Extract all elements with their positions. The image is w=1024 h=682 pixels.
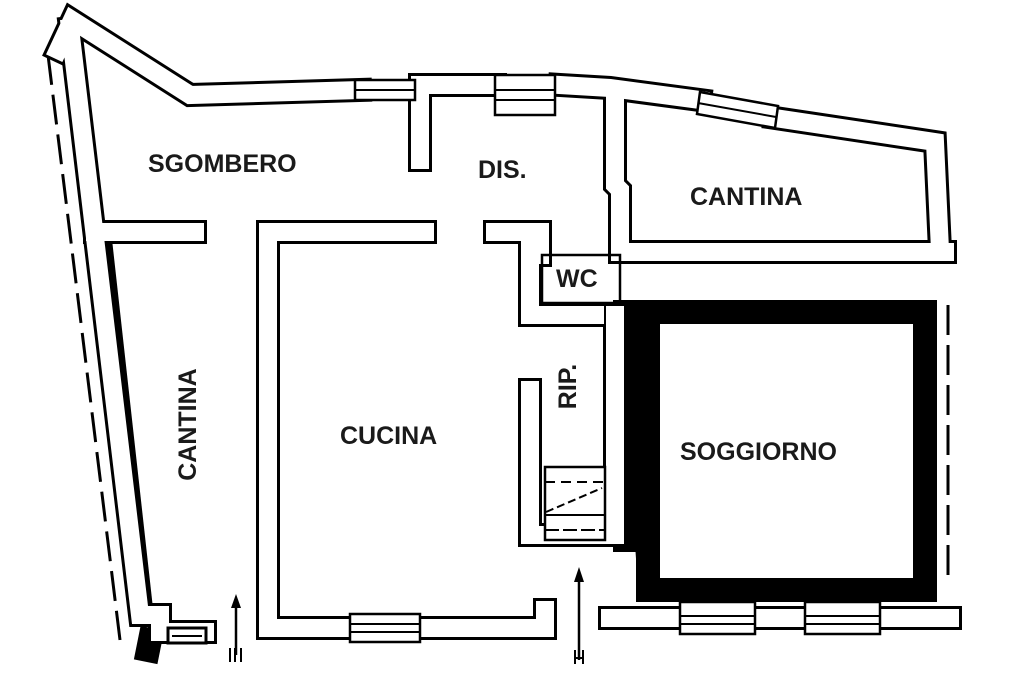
room-label-wc: WC [556,265,598,293]
room-label-rip: RIP. [554,363,583,410]
room-label-soggiorno: SOGGIORNO [680,438,837,466]
room-label-dis: DIS. [478,156,527,184]
room-label-cantina-top: CANTINA [690,183,803,211]
walls [42,2,962,665]
room-label-cantina-left: CANTINA [173,368,202,481]
window-icon [166,73,882,645]
room-label-sgombero: SGOMBERO [148,150,297,178]
windows [166,73,882,645]
entrance-arrow-icon [574,567,584,664]
entrance-arrow-icon [229,594,242,662]
room-label-cucina: CUCINA [340,422,438,450]
outer-dashed-wall [46,54,950,641]
staircase-icon [543,465,607,542]
